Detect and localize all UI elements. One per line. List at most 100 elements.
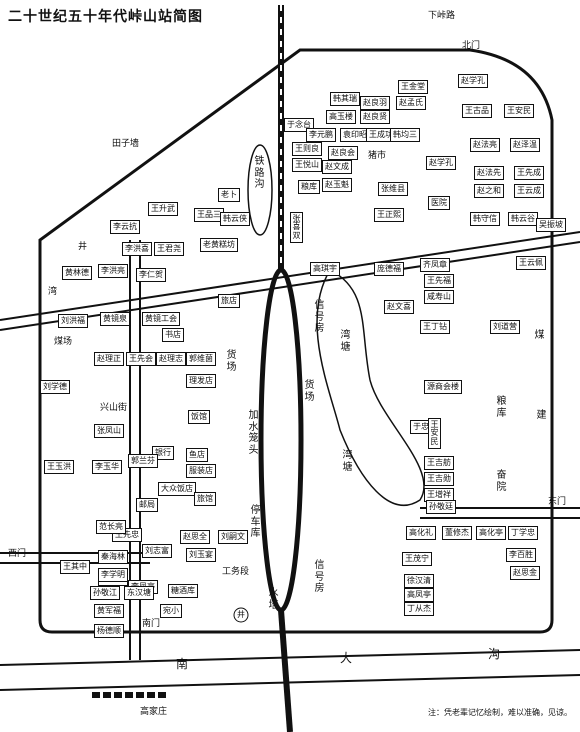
label-box: 黄林德 <box>62 266 92 280</box>
well-label: 井 <box>237 610 245 619</box>
label-box: 赵玉魁 <box>322 178 352 192</box>
label-box: 李云抗 <box>110 220 140 234</box>
label-box: 王正熙 <box>374 208 404 222</box>
label-box: 韩云侠 <box>220 212 250 226</box>
road-label-da: 大 <box>340 651 353 665</box>
label-box: 袁印昭 <box>340 128 370 142</box>
label-box: 咸寿山 <box>424 290 454 304</box>
shuita-label: 水塔 <box>268 588 279 611</box>
label-box: 王丁钻 <box>420 320 450 334</box>
label-box: 王茂宁 <box>402 552 432 566</box>
label-box: 郭兰芬 <box>128 454 158 468</box>
label-box: 黄镜泉 <box>100 312 130 326</box>
label-box: 董修杰 <box>442 526 472 540</box>
label-box: 高化亭 <box>476 526 506 540</box>
label-box: 鱼店 <box>186 448 208 462</box>
label-box: 李元鹏 <box>306 128 336 142</box>
label-box: 赵学孔 <box>458 74 488 88</box>
xinhao-label-bottom: 信号房 <box>314 560 325 594</box>
zhujie-label: 猪市 <box>368 151 387 161</box>
label-box: 旅馆 <box>194 492 216 506</box>
label-box: 李学明 <box>98 568 128 582</box>
label-box: 张凤山 <box>94 424 124 438</box>
gaojiazhuang-label: 高家庄 <box>140 707 168 717</box>
label-box: 老卜 <box>218 188 240 202</box>
label-box: 王吉勋 <box>424 472 454 486</box>
huochang-label-2: 货场 <box>304 380 315 403</box>
label-box: 老黄糕坊 <box>200 238 238 252</box>
label-box: 黄镜工会 <box>142 312 180 326</box>
label-box: 赵法先 <box>474 166 504 180</box>
label-box: 赵理志 <box>156 352 186 366</box>
label-box: 刘道营 <box>490 320 520 334</box>
label-box: 李洪亮 <box>98 264 128 278</box>
label-box: 郭维菌 <box>186 352 216 366</box>
label-box: 韩云谷 <box>508 212 538 226</box>
label-box: 王先会 <box>126 352 156 366</box>
west-gate-label: 西门 <box>8 549 27 559</box>
label-box: 徐汉清 <box>404 574 434 588</box>
label-box: 韩其瑞 <box>330 92 360 106</box>
label-box: 大众饭店 <box>158 482 196 496</box>
label-box: 刘志富 <box>142 544 172 558</box>
label-box: 旅店 <box>218 294 240 308</box>
label-box: 赵法亮 <box>470 138 500 152</box>
label-box: 赵良羽 <box>360 96 390 110</box>
south-gate-label: 南门 <box>142 619 161 629</box>
label-box: 东汉塘 <box>124 586 154 600</box>
label-box: 孙敬廷 <box>426 500 456 514</box>
label-box: 韩均三 <box>390 128 420 142</box>
label-box: 王吉舫 <box>424 456 454 470</box>
label-box: 张喜双 <box>290 212 303 244</box>
label-box: 王古品 <box>462 104 492 118</box>
east-gate-label: 东门 <box>548 497 567 507</box>
label-box: 赵孟氏 <box>396 96 426 110</box>
town-wall <box>38 48 554 634</box>
label-box: 糖酒库 <box>168 584 198 598</box>
label-box: 王金堂 <box>398 80 428 94</box>
road-label-gou: 沟 <box>488 647 501 661</box>
label-box: 医院 <box>428 196 450 210</box>
label-box: 吴振坡 <box>536 218 566 232</box>
label-box: 赵思金 <box>510 566 540 580</box>
label-box: 源商会楼 <box>424 380 462 394</box>
label-box: 丁从杰 <box>404 602 434 616</box>
label-box: 高玉楼 <box>326 110 356 124</box>
xingshan-street-label: 兴山街 <box>100 403 128 413</box>
xinhao-label-top: 信号房 <box>314 300 325 334</box>
label-box: 王玉洪 <box>44 460 74 474</box>
label-box: 赵良贤 <box>360 110 390 124</box>
label-box: 王先成 <box>514 166 544 180</box>
label-box: 李玉华 <box>92 460 122 474</box>
label-box: 饭馆 <box>188 410 210 424</box>
jiashui-label: 加水笼头 <box>248 410 259 456</box>
label-box: 黄军福 <box>94 604 124 618</box>
label-box: 宛小 <box>160 604 182 618</box>
label-box: 王先福 <box>424 274 454 288</box>
label-box: 服装店 <box>186 464 216 478</box>
tielugou-label: 铁路沟 <box>254 156 265 190</box>
label-box: 刘嗣文 <box>218 530 248 544</box>
road-label-xiazha: 下峠路 <box>428 11 456 21</box>
tianzi-wall-label: 田子墙 <box>112 139 140 149</box>
label-box: 张维县 <box>378 182 408 196</box>
wantang-label-1: 湾塘 <box>340 330 351 353</box>
label-box: 王悦山 <box>292 158 322 172</box>
label-box: 书店 <box>162 328 184 342</box>
label-box: 粮库 <box>298 180 320 194</box>
label-box: 高化礼 <box>406 526 436 540</box>
label-box: 赵学孔 <box>426 156 456 170</box>
label-box: 刘洪福 <box>58 314 88 328</box>
tingcheku-label: 停车库 <box>250 505 261 539</box>
label-box: 王云成 <box>514 184 544 198</box>
label-box: 赵良会 <box>328 146 358 160</box>
label-box: 刘玉宴 <box>186 548 216 562</box>
road-label-jing: 井 <box>78 242 88 252</box>
label-box: 齐凤章 <box>420 258 450 272</box>
huochang-label-1: 货场 <box>226 350 237 373</box>
label-box: 韩守信 <box>470 212 500 226</box>
fenyuan-label: 奋院 <box>496 470 507 493</box>
label-box: 王云佩 <box>516 256 546 270</box>
